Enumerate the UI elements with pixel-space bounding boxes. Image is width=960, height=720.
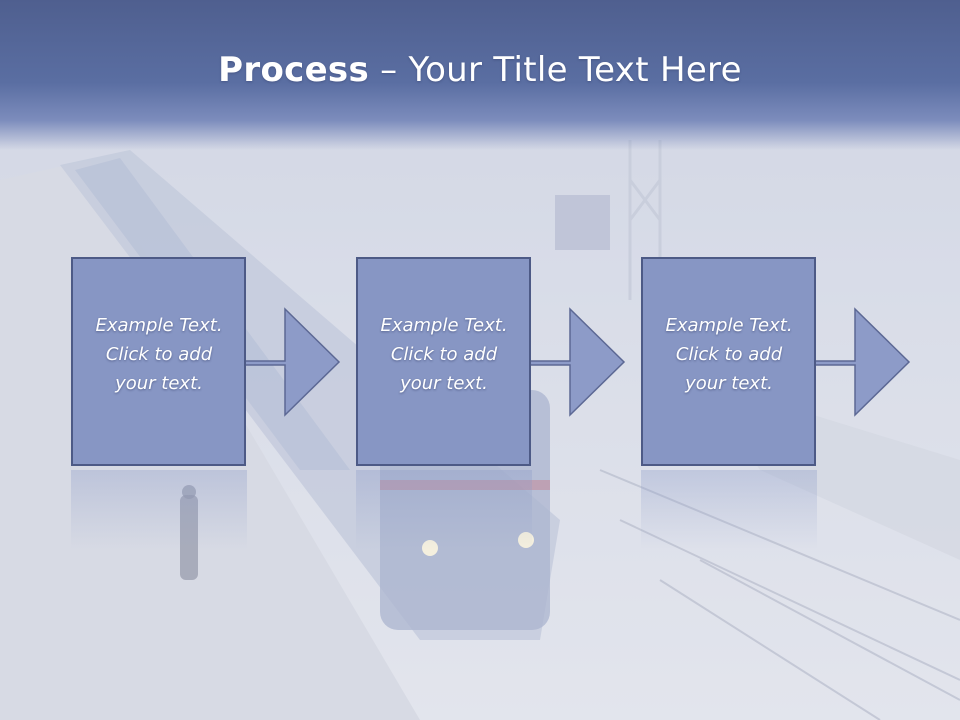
- process-step-2[interactable]: Example Text. Click to add your text.: [356, 257, 626, 467]
- step-text-line: Example Text.: [95, 315, 223, 336]
- title-bold: Process: [218, 50, 370, 90]
- process-step-1[interactable]: Example Text. Click to add your text.: [71, 257, 341, 467]
- step-text[interactable]: Example Text. Click to add your text.: [71, 311, 247, 398]
- step-text[interactable]: Example Text. Click to add your text.: [641, 311, 817, 398]
- step-shape: [71, 257, 341, 466]
- step-shape: [356, 257, 626, 466]
- step-text-line: Click to add: [675, 344, 783, 365]
- step-box: [356, 257, 531, 466]
- step-text[interactable]: Example Text. Click to add your text.: [356, 311, 532, 398]
- step-shape: [641, 257, 911, 466]
- title-rest: – Your Title Text Here: [369, 50, 742, 90]
- step-text-line: Click to add: [390, 344, 498, 365]
- step-reflection: [356, 470, 532, 550]
- slide-title[interactable]: Process – Your Title Text Here: [0, 50, 960, 90]
- step-text-line: your text.: [115, 373, 203, 394]
- title-band: [0, 0, 960, 150]
- step-text-line: Click to add: [105, 344, 213, 365]
- step-text-line: your text.: [685, 373, 773, 394]
- right-arrow-icon: [810, 307, 911, 417]
- step-text-line: your text.: [400, 373, 488, 394]
- step-reflection: [71, 470, 247, 550]
- process-step-3[interactable]: Example Text. Click to add your text.: [641, 257, 911, 467]
- right-arrow-icon: [525, 307, 626, 417]
- step-box: [641, 257, 816, 466]
- step-text-line: Example Text.: [380, 315, 508, 336]
- step-reflection: [641, 470, 817, 550]
- step-box: [71, 257, 246, 466]
- step-text-line: Example Text.: [665, 315, 793, 336]
- right-arrow-icon: [240, 307, 341, 417]
